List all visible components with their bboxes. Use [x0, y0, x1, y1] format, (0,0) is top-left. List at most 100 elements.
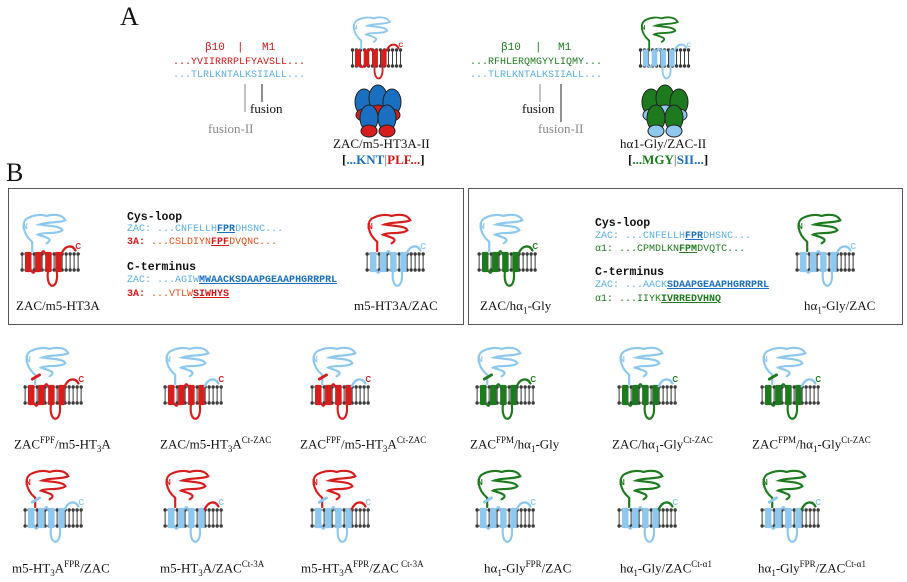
svg-text:N: N	[165, 355, 171, 364]
svg-text:C: C	[365, 375, 371, 384]
box2-left-name: ZAC/hα1-Gly	[480, 298, 552, 316]
box2-ct-header: C-terminus	[595, 266, 665, 279]
box1-ct-zac: ZAC: ...AGIWMWAACKSDAAPGEAAPHGRRPRL	[127, 275, 338, 286]
row1-caption-4: ZACFPM/hα1-Gly	[470, 435, 560, 454]
svg-text:N: N	[367, 222, 373, 231]
svg-text:N: N	[25, 478, 31, 487]
box2-cys-header: Cys-loop	[595, 217, 651, 230]
svg-text:C: C	[672, 375, 678, 384]
svg-text:N: N	[22, 222, 28, 231]
row2-subunit-4: NC	[475, 469, 536, 543]
svg-text:C: C	[78, 498, 84, 507]
svg-text:C: C	[78, 375, 84, 384]
svg-text:C: C	[672, 498, 678, 507]
row1-caption-2: ZAC/m5-HT3ACt-ZAC	[160, 435, 272, 454]
fusion-label-left: fusion	[250, 101, 283, 116]
junction-bar-left: |	[237, 42, 244, 54]
row2-subunit-2: NC	[163, 469, 224, 543]
row1-subunit-2: NC	[163, 346, 224, 420]
svg-text:C: C	[532, 242, 538, 251]
row1-caption-3: ZACFPF/m5-HT3ACt-ZAC	[300, 435, 427, 454]
junction-a-left: [...KNT|PLF...]	[342, 152, 425, 167]
m1-label-left: M1	[262, 42, 276, 54]
svg-text:N: N	[797, 222, 803, 231]
box2-cys-a1: α1: ...CPMDLKNFPMDVQTC...	[595, 244, 746, 255]
m1-label-right: M1	[558, 42, 572, 54]
box1-left-name: ZAC/m5-HT3A	[16, 298, 100, 313]
svg-text:C: C	[218, 498, 224, 507]
svg-text:N: N	[312, 355, 318, 364]
box1-cys-zac: ZAC: ...CNFELLHFPRDHSNC...	[127, 224, 284, 235]
svg-text:N: N	[762, 478, 768, 487]
row1-subunit-4: NC	[475, 346, 536, 420]
svg-text:N: N	[641, 24, 646, 31]
box2-gly-zac: NC	[795, 213, 856, 287]
construct-name-a-right: hα1-Gly/ZAC-II	[620, 136, 707, 151]
icon-gly-zac-ii: NC	[638, 16, 691, 80]
box2-right-name: hα1-Gly/ZAC	[804, 298, 876, 316]
row2-caption-6: hα1-GlyFPR/ZACCt-α1	[758, 559, 867, 578]
panel-label-b: B	[6, 158, 24, 187]
svg-text:N: N	[619, 478, 625, 487]
row1-subunit-3: NC	[310, 346, 371, 420]
svg-text:C: C	[398, 42, 403, 49]
row2-caption-3: m5-HT3AFPR/ZAC Ct-3A	[301, 559, 424, 578]
fusion-label-right: fusion	[522, 101, 555, 116]
seq-bottom-left: ...TLRLKNTALKSIIALL...	[173, 70, 306, 81]
svg-text:N: N	[762, 355, 768, 364]
row2-subunit-5: NC	[617, 469, 678, 543]
junction-a-right: [...MGY|SII...]	[628, 152, 709, 167]
box1-ct-header: C-terminus	[127, 261, 197, 274]
seq-top-left: ...YVIIRRRPLFYAVSLL...	[173, 57, 306, 68]
fusion2-label-right: fusion-II	[538, 121, 584, 136]
svg-text:C: C	[365, 498, 371, 507]
svg-text:C: C	[686, 42, 691, 49]
svg-text:C: C	[850, 242, 856, 251]
svg-text:C: C	[815, 375, 821, 384]
box1-cys-3a: 3A: ...CSLDIYNFPFDVQNC...	[127, 237, 278, 248]
row1-caption-1: ZACFPF/m5-HT3A	[14, 435, 111, 454]
junction-bar-right: |	[535, 42, 542, 54]
row2-caption-2: m5-HT3A/ZACCt-3A	[160, 559, 265, 578]
beta10-label-right: β10	[501, 42, 521, 54]
box2-ct-a1: α1: ...IIYKIVRREDVHNQ	[595, 294, 722, 305]
icon-zac-ht3a-ii: NC	[350, 16, 403, 80]
box1-ct-3a: 3A: ...VTLWSIWHYS	[127, 289, 230, 300]
panel-label-a: A	[120, 2, 139, 31]
svg-text:C: C	[218, 375, 224, 384]
row2-subunit-3: NC	[310, 469, 371, 543]
svg-text:C: C	[815, 498, 821, 507]
fusion2-label-left: fusion-II	[208, 121, 254, 136]
box1-ht3a-zac: NC	[365, 213, 426, 287]
svg-text:N: N	[353, 24, 358, 31]
box-zac-ht3a	[8, 188, 464, 325]
row2-caption-4: hα1-GlyFPR/ZAC	[484, 559, 572, 578]
beta10-label-left: β10	[205, 42, 225, 54]
box1-right-name: m5-HT3A/ZAC	[354, 298, 438, 313]
pentamer-zac-ht3a	[354, 84, 402, 138]
row2-caption-5: hα1-Gly/ZACCt-α1	[620, 559, 712, 578]
box1-zac-ht3a: NC	[20, 213, 81, 287]
svg-text:N: N	[25, 355, 31, 364]
box-zac-gly	[468, 188, 903, 325]
seq-bottom-right: ...TLRLKNTALKSIIALL...	[470, 70, 603, 81]
seq-top-right: ...RFHLERQMGYYLIQMY...	[470, 57, 603, 68]
svg-text:N: N	[165, 478, 171, 487]
svg-text:N: N	[477, 355, 483, 364]
svg-text:C: C	[530, 375, 536, 384]
row1-caption-5: ZAC/hα1-GlyCt-ZAC	[612, 435, 713, 454]
svg-text:N: N	[477, 478, 483, 487]
svg-text:C: C	[530, 498, 536, 507]
pentamer-gly-zac	[641, 84, 689, 138]
svg-text:N: N	[479, 222, 485, 231]
row2-subunit-6: NC	[760, 469, 821, 543]
svg-text:N: N	[619, 355, 625, 364]
svg-text:N: N	[312, 478, 318, 487]
row2-caption-1: m5-HT3AFPR/ZAC	[12, 559, 110, 578]
row2-subunit-1: NC	[23, 469, 84, 543]
box2-cys-zac: ZAC: ...CNFELLHFPRDHSNC...	[595, 231, 752, 242]
row1-subunit-5: NC	[617, 346, 678, 420]
svg-text:C: C	[75, 242, 81, 251]
